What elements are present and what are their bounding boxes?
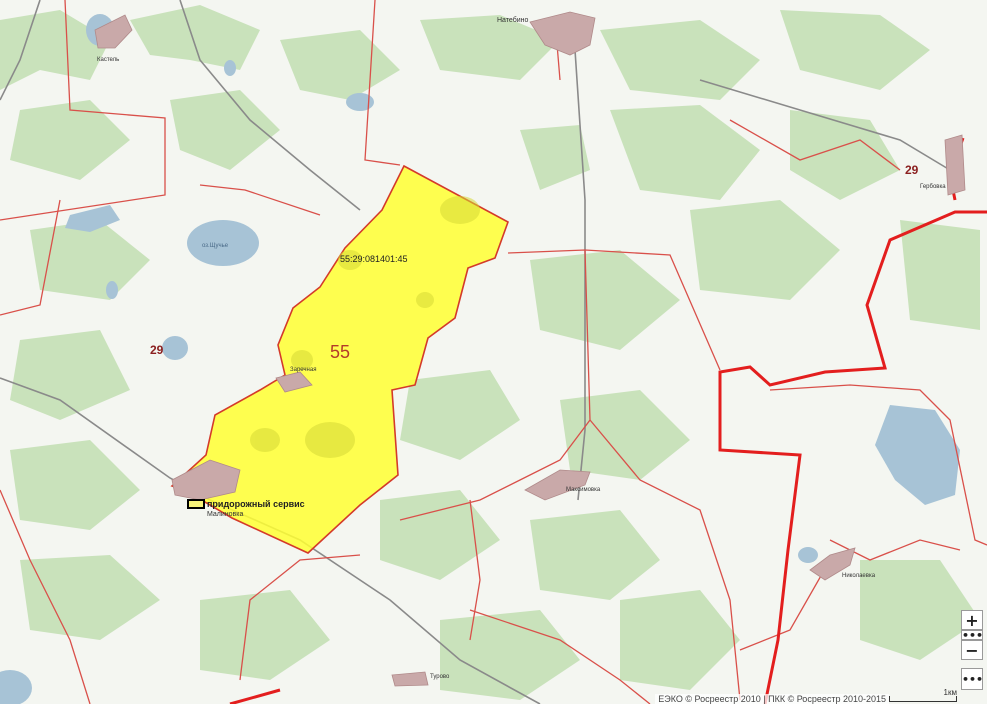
lake-label: оз.Щучье	[202, 243, 229, 249]
place-label-maksimovka: Максимовка	[566, 487, 601, 493]
cadastral-number-label: 55:29:081401:45	[340, 254, 408, 264]
map-attribution: ЕЭКО © Росреестр 2010 | ПКК © Росреестр …	[655, 694, 889, 704]
place-label-malinovka: Малиновка	[207, 511, 243, 518]
parcel-number-label: 55	[330, 342, 350, 362]
forest-layer	[0, 5, 980, 700]
scale-bar-label: 1км	[943, 688, 957, 697]
parcel-55-polygon[interactable]	[170, 164, 509, 554]
scale-bar-line	[889, 696, 957, 702]
zoom-out-button[interactable]: −	[961, 640, 983, 660]
zoom-dots-top[interactable]: •••	[961, 629, 984, 642]
settlement-layer	[94, 11, 966, 687]
district-label-left: 29	[150, 343, 164, 357]
zoom-in-button[interactable]: +	[961, 610, 983, 630]
place-label-natebino: Натебино	[497, 16, 529, 24]
map-labels: 55 55:29:081401:45 29 29 Натебино Кастел…	[97, 16, 946, 680]
water-layer	[0, 14, 960, 704]
roadside-service-marker[interactable]	[187, 499, 205, 509]
scale-bar: 1км	[889, 688, 957, 702]
district-label-right: 29	[905, 163, 919, 177]
place-label-zarechnaya: Заречная	[290, 367, 316, 373]
place-label-nikolaevka: Николаевка	[842, 573, 876, 579]
place-label-turovo: Турово	[430, 674, 450, 680]
parcel-texture	[250, 196, 480, 458]
place-label-pervomaisk: Гербовка	[920, 184, 946, 190]
place-label-kastel: Кастель	[97, 57, 119, 63]
more-menu-button[interactable]: •••	[961, 668, 983, 690]
roadside-service-label: придорожный сервис	[207, 499, 305, 509]
